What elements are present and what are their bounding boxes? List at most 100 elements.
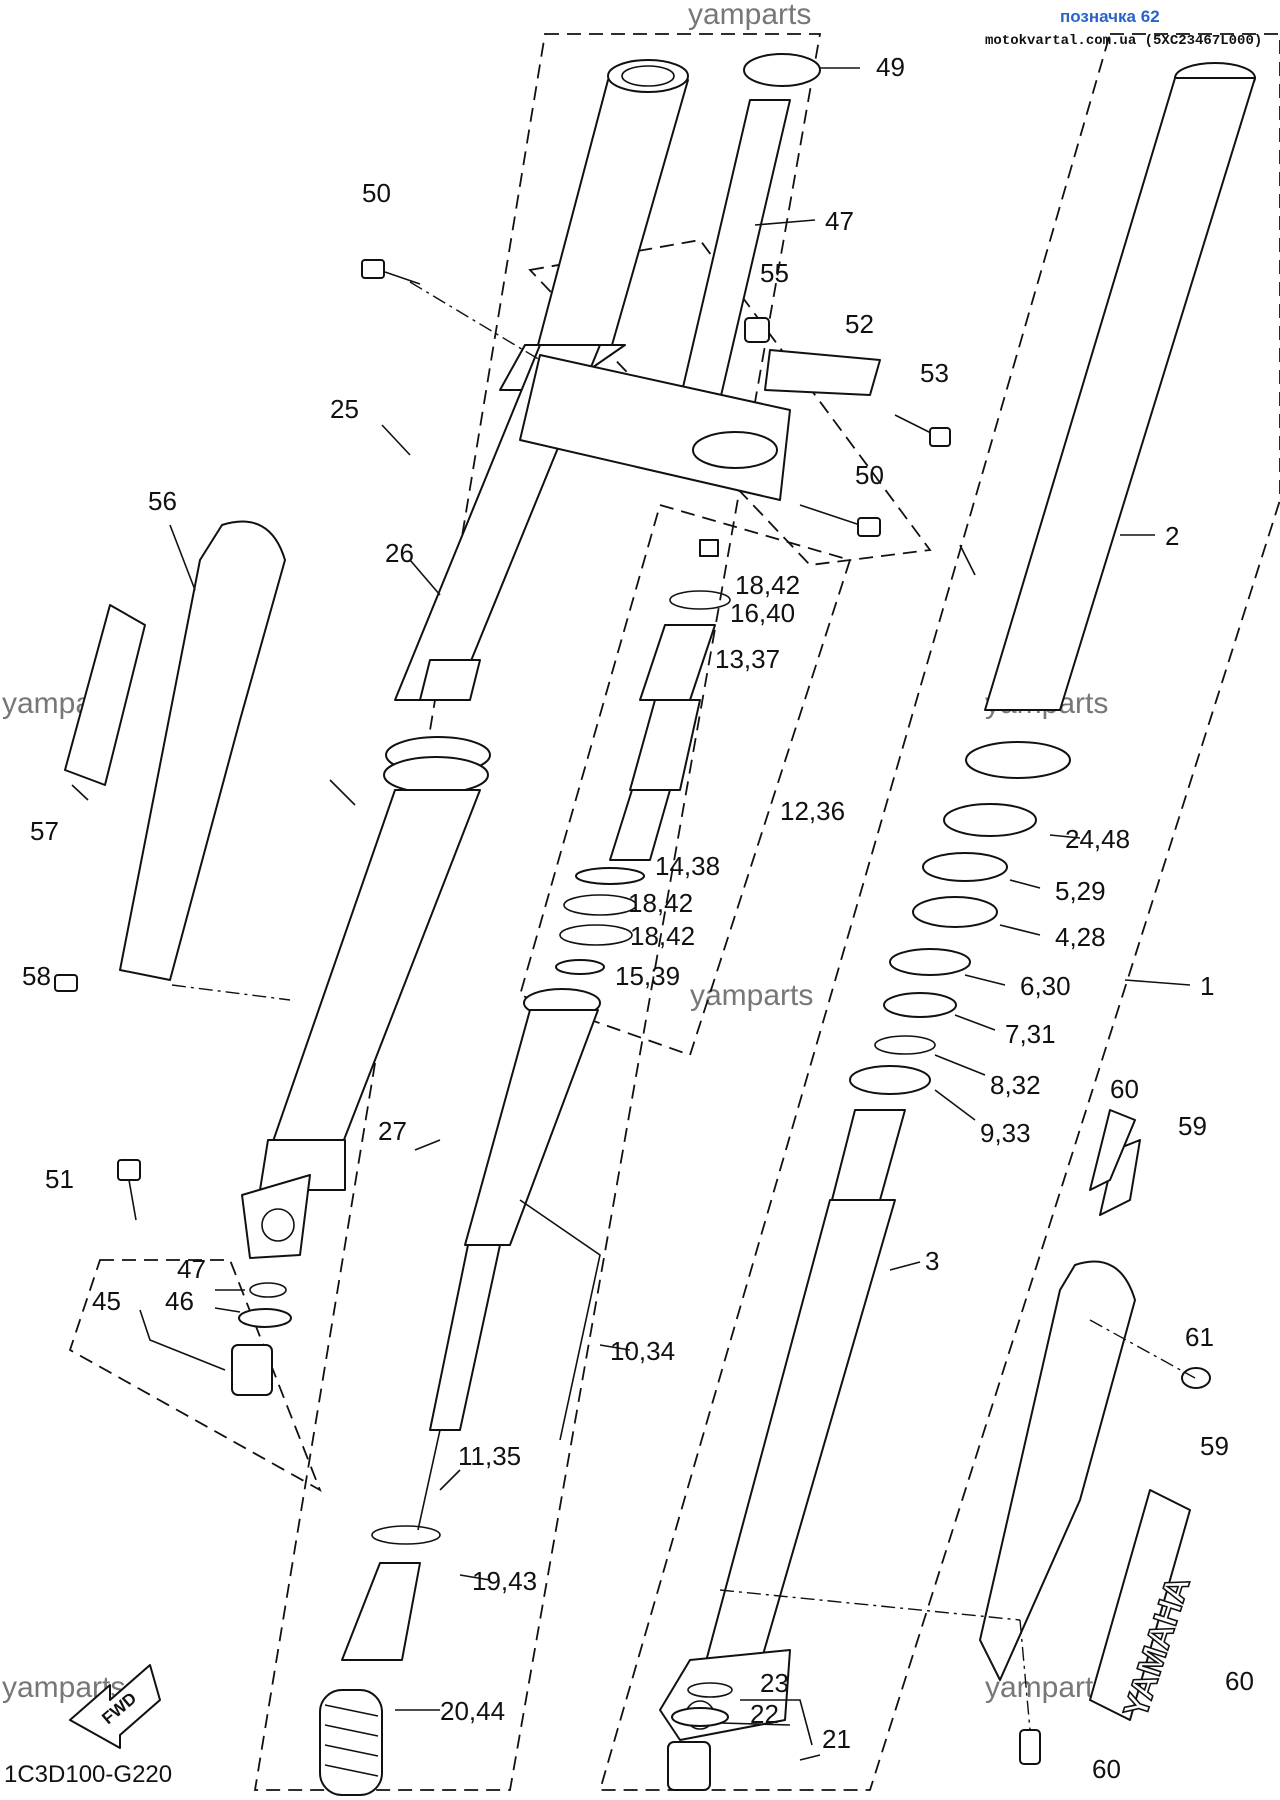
callout: 52 — [845, 309, 874, 339]
alignment-lines — [171, 281, 1196, 1731]
callout: 50 — [362, 178, 391, 208]
left-axle-holder — [259, 1139, 346, 1191]
callout: 21 — [822, 1724, 851, 1754]
callout: 50 — [855, 460, 884, 490]
callout: 9,33 — [980, 1118, 1031, 1148]
nut-63 — [1181, 1367, 1211, 1389]
callout: 27 — [378, 1116, 407, 1146]
callout: 45 — [92, 1286, 121, 1316]
bolt-51-bottom — [799, 504, 861, 526]
bolt-51-top — [384, 271, 421, 285]
steering-stem-assembly — [361, 53, 951, 537]
group-outline-left-fork — [253, 33, 822, 1791]
callout: 15,39 — [615, 961, 680, 991]
callout: 61 — [1185, 1322, 1214, 1352]
callout: 26 — [385, 538, 414, 568]
clip-8-32 — [874, 1035, 936, 1055]
callout: 59 — [1200, 1431, 1229, 1461]
header-site: motokvartal.com.ua (5XC23467L000) — [985, 33, 1262, 49]
callout: 60 — [1225, 1666, 1254, 1696]
washer-5-29 — [922, 852, 1008, 882]
callout: 20,44 — [440, 1696, 505, 1726]
washer-46 — [238, 1308, 292, 1328]
group-outline-cartridge — [518, 503, 852, 1057]
right-fork-guard-58 — [979, 1260, 1136, 1681]
header-label: позначка 62 — [1060, 7, 1160, 26]
callout: 7,31 — [1005, 1019, 1056, 1049]
bushing-6-30 — [889, 948, 971, 976]
ring-16-40 — [669, 590, 731, 610]
callout: 3 — [925, 1246, 939, 1276]
bracket-62 — [1089, 1109, 1136, 1191]
callout: 4,28 — [1055, 922, 1106, 952]
leader-lines — [71, 67, 1191, 1761]
right-seal-stack — [965, 741, 1071, 779]
damper-cartridge — [555, 539, 731, 975]
callout: 47 — [825, 206, 854, 236]
screw-60-left — [54, 974, 78, 992]
diagram-reference-code: 1C3D100-G220 — [4, 1761, 172, 1788]
bushing-24-48 — [943, 803, 1037, 837]
callout: 14,38 — [655, 851, 720, 881]
oring-11-35 — [371, 1525, 441, 1545]
callout: 51 — [45, 1164, 74, 1194]
lower-bracket — [519, 354, 791, 501]
brand-decal-59 — [1089, 1489, 1191, 1721]
callout: 18,42 — [628, 888, 693, 918]
washer-14-38 — [575, 867, 645, 885]
right-outer-tube-3 — [704, 1199, 896, 1666]
callout: 16,40 — [730, 598, 795, 628]
callout: 12,36 — [780, 796, 845, 826]
screw-18-42 — [699, 539, 719, 557]
collar-55 — [744, 317, 770, 343]
callout: 18,42 — [735, 570, 800, 600]
washer-7-31 — [883, 992, 957, 1018]
base-valve-13-37 — [639, 624, 716, 701]
callout: 11,35 — [458, 1441, 521, 1471]
watermark: yamparts — [985, 1671, 1108, 1704]
callout: 60 — [1110, 1074, 1139, 1104]
group-outline-axle-bolt — [68, 1259, 322, 1493]
spacer-19-43 — [341, 1562, 421, 1661]
spring-20-44 — [319, 1689, 383, 1796]
damper-rod-10-34 — [464, 1009, 599, 1246]
fwd-arrow-icon — [69, 1664, 161, 1749]
right-inner-tube-2 — [984, 77, 1256, 711]
callout: 8,32 — [990, 1070, 1041, 1100]
washer-22 — [671, 1707, 729, 1727]
right-fork-assembly — [659, 62, 1256, 1741]
guard-label-57 — [64, 604, 146, 786]
axle-bolts — [117, 1159, 733, 1791]
callout: 19,43 — [472, 1566, 537, 1596]
bolt-45 — [231, 1344, 273, 1396]
callout: 58 — [22, 961, 51, 991]
washer-15-39 — [555, 959, 605, 975]
bolt-52 — [117, 1159, 141, 1181]
callout: 59 — [1178, 1111, 1207, 1141]
group-outline-right-fork — [598, 33, 1280, 1791]
callout: 49 — [876, 52, 905, 82]
oring-17-41-b — [559, 924, 633, 946]
screw-60-right — [1019, 1729, 1041, 1765]
bolt-54 — [894, 414, 936, 436]
clip-61 — [1099, 1139, 1141, 1216]
callout: 13,37 — [715, 644, 780, 674]
callout: 18,42 — [630, 921, 695, 951]
callout: 57 — [30, 816, 59, 846]
left-outer-tube — [269, 789, 481, 1151]
left-fork-cap — [607, 59, 689, 93]
oring-17-41-a — [563, 894, 637, 916]
bracket-53 — [764, 349, 881, 396]
oring-47 — [249, 1282, 287, 1298]
watermark: yamparts — [688, 0, 811, 31]
left-fork-guard-56 — [119, 520, 286, 981]
callout: 10,34 — [610, 1336, 675, 1366]
callout-labels: 49 47 50 55 52 53 50 25 56 26 2 18,42 16… — [22, 52, 1254, 1784]
callout: 46 — [165, 1286, 194, 1316]
callout: 5,29 — [1055, 876, 1106, 906]
callout: 60 — [1092, 1754, 1121, 1784]
callout: 25 — [330, 394, 359, 424]
seal-4-28 — [912, 896, 998, 928]
callout: 1 — [1200, 971, 1214, 1001]
